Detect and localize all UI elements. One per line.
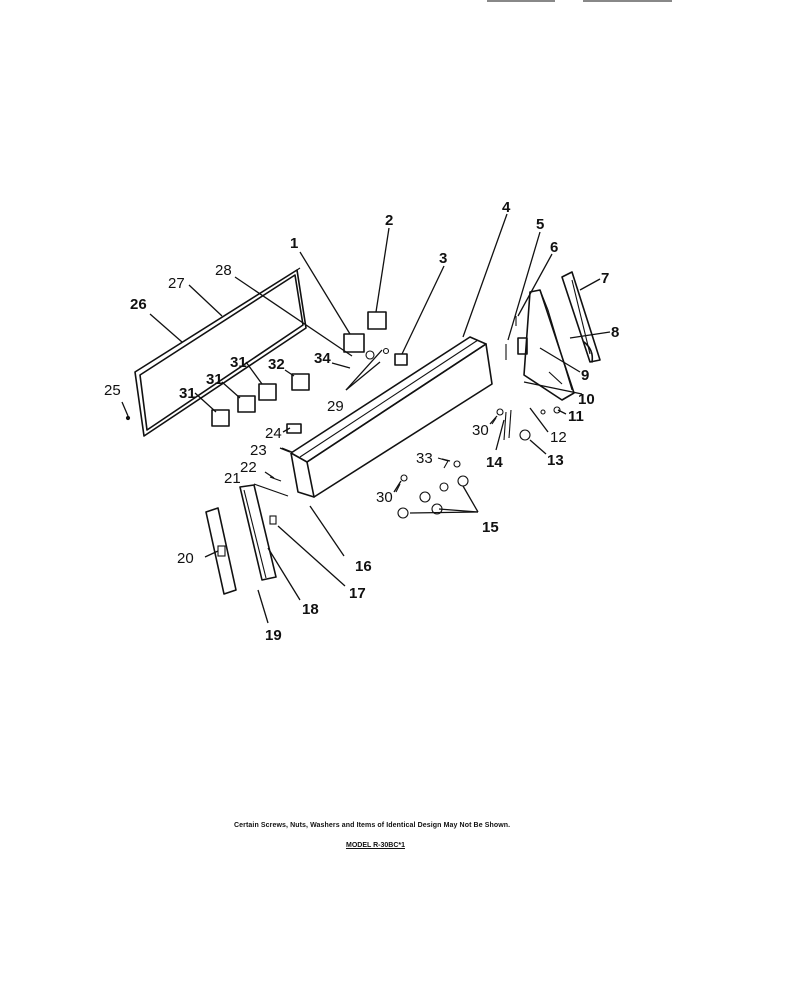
callout-10: 10 <box>578 391 595 408</box>
callout-33: 33 <box>416 450 433 467</box>
callout-4: 4 <box>502 199 511 216</box>
callout-25: 25 <box>104 382 121 399</box>
callout-21: 21 <box>224 470 241 487</box>
callout-13: 13 <box>547 452 564 469</box>
callout-27: 27 <box>168 275 185 292</box>
callout-22: 22 <box>240 459 257 476</box>
callout-7: 7 <box>601 270 609 287</box>
trim-piece-part <box>561 271 601 363</box>
switch-blocks-part <box>211 311 408 434</box>
callout-24: 24 <box>265 425 282 442</box>
callout-1: 1 <box>290 235 298 252</box>
callout-28: 28 <box>215 262 232 279</box>
callout-14: 14 <box>486 454 503 471</box>
model-number: MODEL R-30BC*1 <box>346 842 405 849</box>
callout-9: 9 <box>581 367 589 384</box>
callout-23: 23 <box>250 442 267 459</box>
callout-3: 3 <box>439 250 447 267</box>
callout-31a: 31 <box>179 385 196 402</box>
callout-32: 32 <box>268 356 285 373</box>
callout-6: 6 <box>550 239 558 256</box>
callout-18: 18 <box>302 601 319 618</box>
callout-34: 34 <box>314 350 331 367</box>
callout-5: 5 <box>536 216 544 233</box>
left-bracket-part <box>205 484 277 595</box>
callout-26: 26 <box>130 296 147 313</box>
callout-31b: 31 <box>206 371 223 388</box>
callout-19: 19 <box>265 627 282 644</box>
callout-12: 12 <box>550 429 567 446</box>
footnote-text: Certain Screws, Nuts, Washers and Items … <box>234 822 511 829</box>
callout-17: 17 <box>349 585 366 602</box>
callout-11: 11 <box>568 408 584 425</box>
callout-15: 15 <box>482 519 499 536</box>
callout-labels: 1 2 3 4 5 6 7 8 9 10 11 12 13 14 15 16 1… <box>104 199 619 644</box>
callout-30a: 30 <box>472 422 489 439</box>
callout-8: 8 <box>611 324 619 341</box>
backguard-channel-part <box>290 336 493 498</box>
callout-16: 16 <box>355 558 372 575</box>
callout-20: 20 <box>177 550 194 567</box>
callout-30b: 30 <box>376 489 393 506</box>
glass-panel-part <box>134 267 307 437</box>
leader-lines <box>121 213 611 624</box>
callout-31c: 31 <box>230 354 247 371</box>
callout-2: 2 <box>385 212 393 229</box>
end-panel-part <box>517 289 575 401</box>
callout-29: 29 <box>327 398 344 415</box>
hardware-part <box>125 316 561 519</box>
